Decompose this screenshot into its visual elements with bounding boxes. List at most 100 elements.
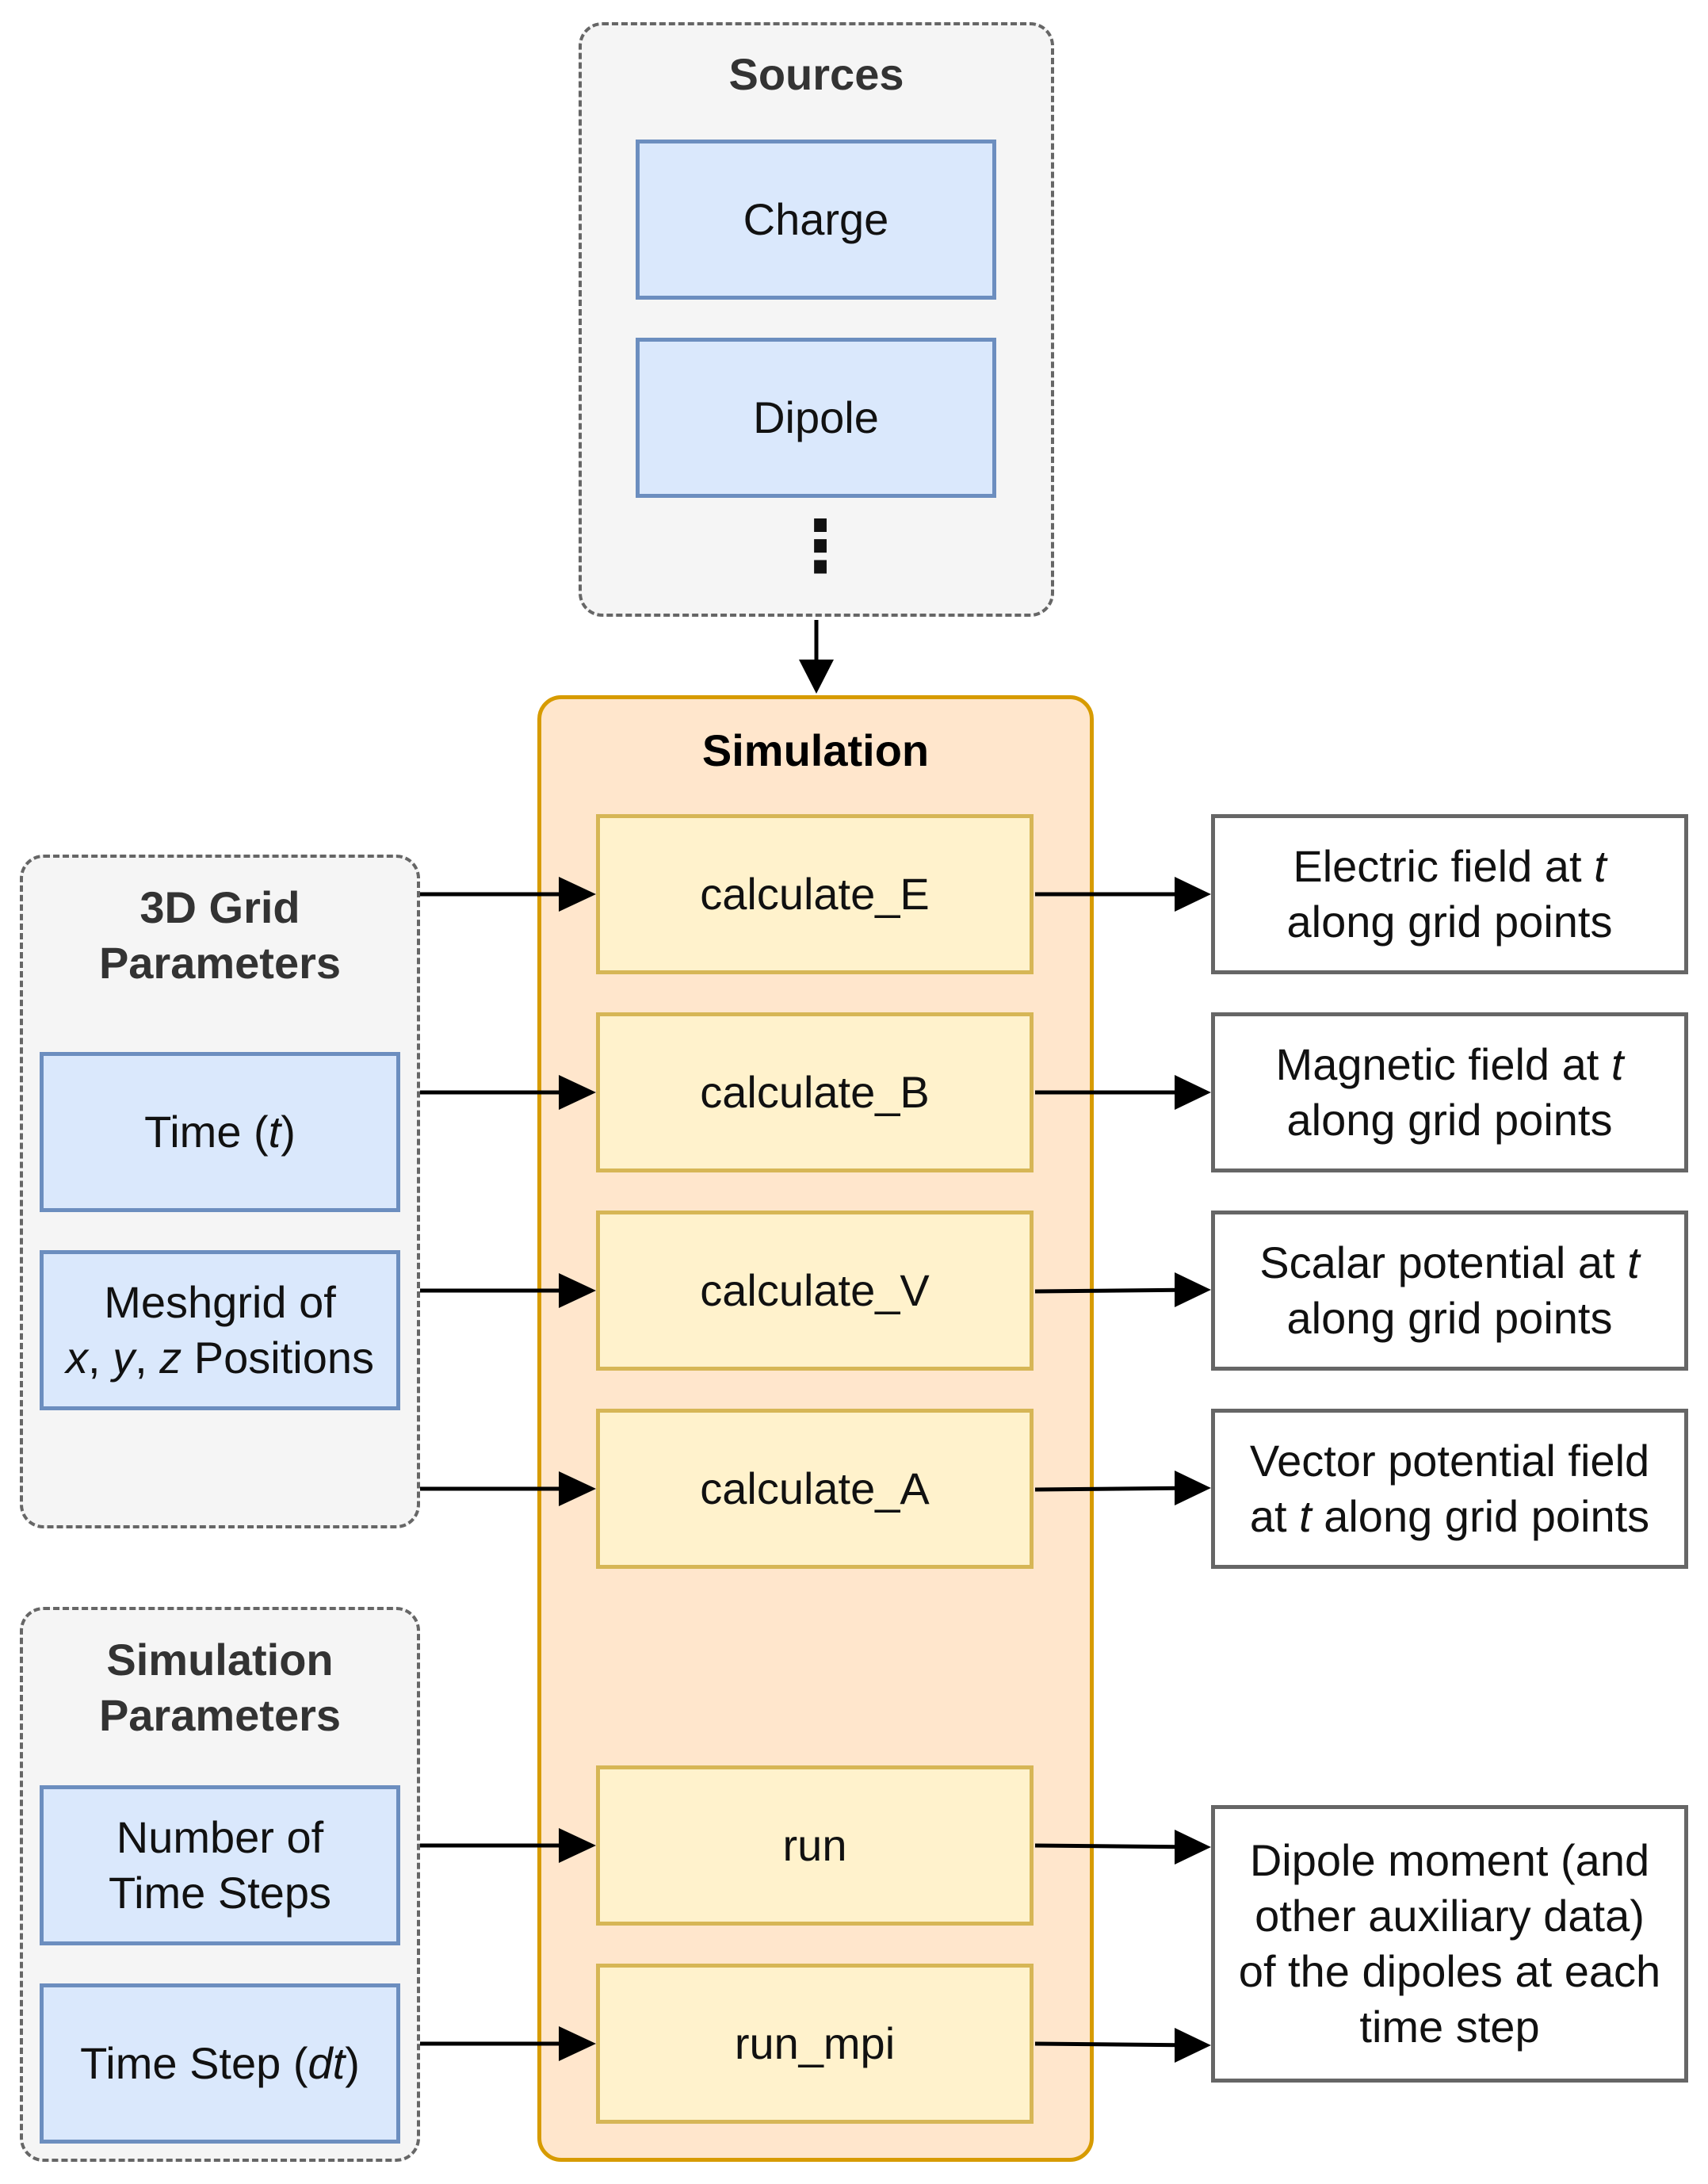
vector-line2-post: along grid points: [1311, 1491, 1650, 1541]
more-sources-ellipsis: ⋮: [785, 507, 856, 587]
arrow-run-mpi-to-output: [1034, 2041, 1199, 2048]
arrow-run-to-output: [1034, 1843, 1199, 1849]
dipole-output-line1: Dipole moment (and: [1249, 1835, 1650, 1885]
arrowhead-run-to-output: [1175, 1830, 1211, 1865]
dipole-output-line3: of the dipoles at each: [1238, 1946, 1661, 1996]
arrowhead-calculate-e-to-output: [1175, 877, 1211, 912]
electric-line2: along grid points: [1286, 897, 1613, 947]
scalar-line2: along grid points: [1286, 1293, 1613, 1343]
method-run: run: [596, 1765, 1034, 1926]
arrowhead-calculate-a-to-output: [1175, 1471, 1211, 1505]
simulation-parameters-title: Simulation Parameters: [23, 1632, 417, 1743]
time-label-var: t: [268, 1107, 281, 1157]
magnetic-line1-text: Magnetic field at: [1275, 1039, 1611, 1089]
arrowhead-grid-to-calculate-e: [559, 877, 596, 912]
meshgrid-sep1: ,: [87, 1333, 113, 1383]
output-scalar-potential-label: Scalar potential at t along grid points: [1259, 1235, 1639, 1346]
meshgrid-input-box: Meshgrid of x, y, z Positions: [40, 1250, 400, 1410]
method-calculate-v-label: calculate_V: [700, 1265, 930, 1315]
time-step-dt-input-box: Time Step (dt): [40, 1983, 400, 2144]
meshgrid-sep2: ,: [135, 1333, 160, 1383]
dipole-source-box: Dipole: [636, 338, 996, 498]
time-steps-line2: Time Steps: [108, 1868, 332, 1918]
method-calculate-b: calculate_B: [596, 1012, 1034, 1172]
arrowhead-grid-to-calculate-b: [559, 1075, 596, 1110]
electric-line1-var: t: [1594, 841, 1607, 891]
meshgrid-input-label: Meshgrid of x, y, z Positions: [66, 1275, 374, 1386]
arrowhead-params-to-run-mpi: [559, 2026, 596, 2061]
time-steps-line1: Number of: [116, 1812, 324, 1862]
charge-source-box: Charge: [636, 140, 996, 300]
vector-line2: at t along grid points: [1250, 1489, 1649, 1544]
magnetic-line2: along grid points: [1286, 1095, 1613, 1145]
method-run-label: run: [782, 1820, 847, 1870]
simulation-title: Simulation: [701, 725, 930, 775]
vector-line2-pre: at: [1249, 1491, 1300, 1541]
scalar-line1-var: t: [1627, 1237, 1640, 1287]
arrowhead-params-to-run: [559, 1828, 596, 1863]
time-input-label: Time (t): [144, 1104, 296, 1160]
time-step-dt-label: Time Step (dt): [80, 2036, 360, 2091]
electric-line1-text: Electric field at: [1293, 841, 1595, 891]
arrowhead-run-mpi-to-output: [1175, 2028, 1211, 2063]
meshgrid-y: y: [113, 1333, 136, 1383]
meshgrid-z: z: [159, 1333, 182, 1383]
arrowhead-grid-to-calculate-a: [559, 1471, 596, 1506]
method-run-mpi-label: run_mpi: [734, 2018, 896, 2068]
time-label-close: ): [281, 1107, 296, 1157]
dt-label-close: ): [345, 2038, 360, 2088]
grid-parameters-title-line1: 3D Grid: [139, 882, 300, 932]
simulation-parameters-title-line2: Parameters: [98, 1690, 342, 1740]
scalar-line1: Scalar potential at t: [1259, 1235, 1639, 1291]
method-calculate-a: calculate_A: [596, 1409, 1034, 1569]
output-scalar-potential: Scalar potential at t along grid points: [1211, 1211, 1688, 1371]
time-steps-input-box: Number of Time Steps: [40, 1785, 400, 1945]
time-label-text: Time (: [144, 1107, 269, 1157]
magnetic-line1: Magnetic field at t: [1276, 1037, 1624, 1092]
meshgrid-rest: Positions: [181, 1333, 375, 1383]
vector-line1: Vector potential field: [1249, 1436, 1650, 1486]
meshgrid-line1: Meshgrid of: [104, 1277, 336, 1327]
output-dipole-moment-label: Dipole moment (and other auxiliary data)…: [1239, 1833, 1660, 2055]
method-run-mpi: run_mpi: [596, 1964, 1034, 2124]
output-vector-potential-label: Vector potential field at t along grid p…: [1250, 1433, 1649, 1544]
output-dipole-moment: Dipole moment (and other auxiliary data)…: [1211, 1805, 1688, 2083]
grid-parameters-title: 3D Grid Parameters: [23, 880, 417, 991]
scalar-line1-text: Scalar potential at: [1259, 1237, 1628, 1287]
output-vector-potential: Vector potential field at t along grid p…: [1211, 1409, 1688, 1569]
dipole-output-line2: other auxiliary data): [1255, 1891, 1645, 1941]
time-steps-input-label: Number of Time Steps: [109, 1810, 331, 1921]
grid-parameters-title-line2: Parameters: [98, 938, 342, 988]
method-calculate-b-label: calculate_B: [700, 1067, 930, 1117]
meshgrid-line2: x, y, z Positions: [66, 1330, 374, 1386]
arrowhead-sources-to-simulation: [799, 660, 834, 694]
dipole-output-line4: time step: [1359, 2002, 1540, 2052]
method-calculate-v: calculate_V: [596, 1211, 1034, 1371]
time-input-box: Time (t): [40, 1052, 400, 1212]
dt-label-text: Time Step (: [80, 2038, 308, 2088]
magnetic-line1-var: t: [1611, 1039, 1624, 1089]
meshgrid-x: x: [65, 1333, 88, 1383]
output-electric-field: Electric field at t along grid points: [1211, 814, 1688, 974]
vector-line2-var: t: [1299, 1491, 1312, 1541]
electric-line1: Electric field at t: [1287, 839, 1613, 894]
sources-title: Sources: [728, 49, 904, 99]
arrowhead-calculate-b-to-output: [1175, 1075, 1211, 1110]
simulation-parameters-title-line1: Simulation: [106, 1635, 334, 1685]
arrow-calculate-a-to-output: [1034, 1486, 1199, 1492]
dt-label-var: dt: [308, 2038, 346, 2088]
output-electric-field-label: Electric field at t along grid points: [1287, 839, 1613, 950]
output-magnetic-field: Magnetic field at t along grid points: [1211, 1012, 1688, 1172]
charge-source-label: Charge: [743, 194, 889, 244]
arrowhead-grid-to-calculate-v: [559, 1273, 596, 1308]
arrow-calculate-v-to-output: [1034, 1287, 1199, 1294]
sources-group: Sources: [579, 22, 1054, 617]
arrowhead-calculate-v-to-output: [1175, 1272, 1211, 1307]
method-calculate-e-label: calculate_E: [700, 869, 930, 919]
method-calculate-e: calculate_E: [596, 814, 1034, 974]
method-calculate-a-label: calculate_A: [700, 1463, 930, 1513]
dipole-source-label: Dipole: [753, 392, 879, 442]
output-magnetic-field-label: Magnetic field at t along grid points: [1276, 1037, 1624, 1148]
